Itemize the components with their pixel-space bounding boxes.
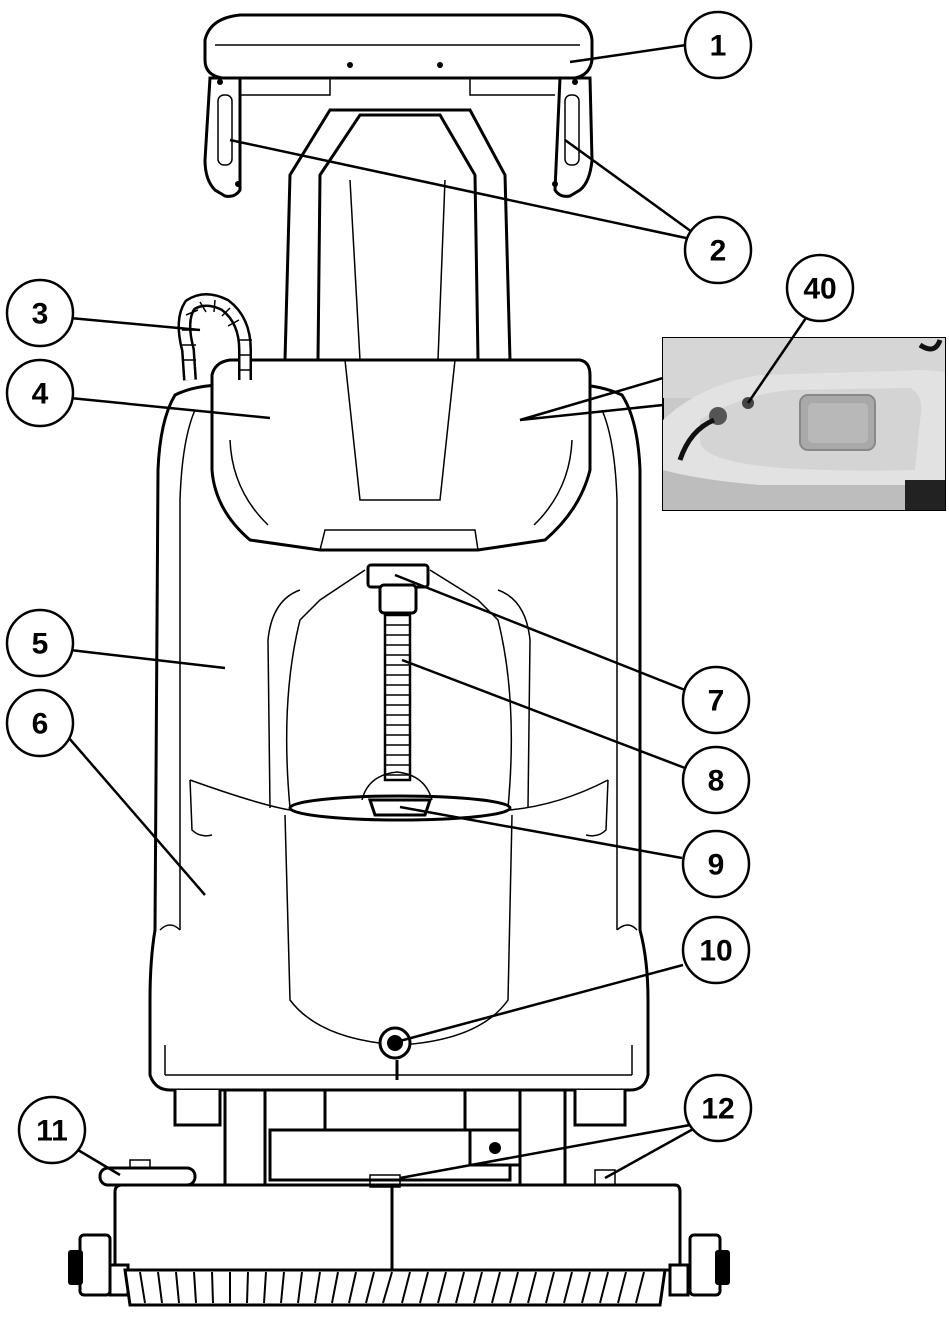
callout-2: 2 <box>683 215 753 285</box>
drain-plug <box>378 1026 412 1080</box>
callout-label: 40 <box>803 273 836 306</box>
handle-column <box>283 108 512 362</box>
callout-7: 7 <box>681 665 751 735</box>
callout-10: 10 <box>681 915 751 985</box>
leader-lines <box>61 43 808 1180</box>
tank-lid <box>210 358 592 552</box>
callout-label: 11 <box>36 1115 68 1148</box>
callout-9: 9 <box>681 829 751 899</box>
inset-photo <box>662 337 946 511</box>
callout-11: 11 <box>17 1095 87 1165</box>
callout-5: 5 <box>5 608 75 678</box>
callout-label: 1 <box>710 30 727 63</box>
callout-label: 5 <box>32 628 49 661</box>
callout-8: 8 <box>681 745 751 815</box>
callout-label: 3 <box>32 298 49 331</box>
handlebar <box>203 13 594 198</box>
callout-label: 7 <box>708 685 725 718</box>
callout-12: 12 <box>683 1073 753 1143</box>
callout-label: 4 <box>32 378 49 411</box>
callout-label: 10 <box>699 935 732 968</box>
callout-40: 40 <box>785 253 855 323</box>
callout-label: 9 <box>708 849 725 882</box>
callout-3: 3 <box>5 278 75 348</box>
callout-label: 12 <box>701 1093 734 1126</box>
callout-label: 2 <box>710 235 727 268</box>
callout-1: 1 <box>683 10 753 80</box>
callout-6: 6 <box>5 688 75 758</box>
brush-deck <box>68 1088 730 1307</box>
callout-label: 8 <box>708 765 725 798</box>
machine-drawing <box>68 13 730 1307</box>
callout-label: 6 <box>32 708 49 741</box>
callout-4: 4 <box>5 358 75 428</box>
